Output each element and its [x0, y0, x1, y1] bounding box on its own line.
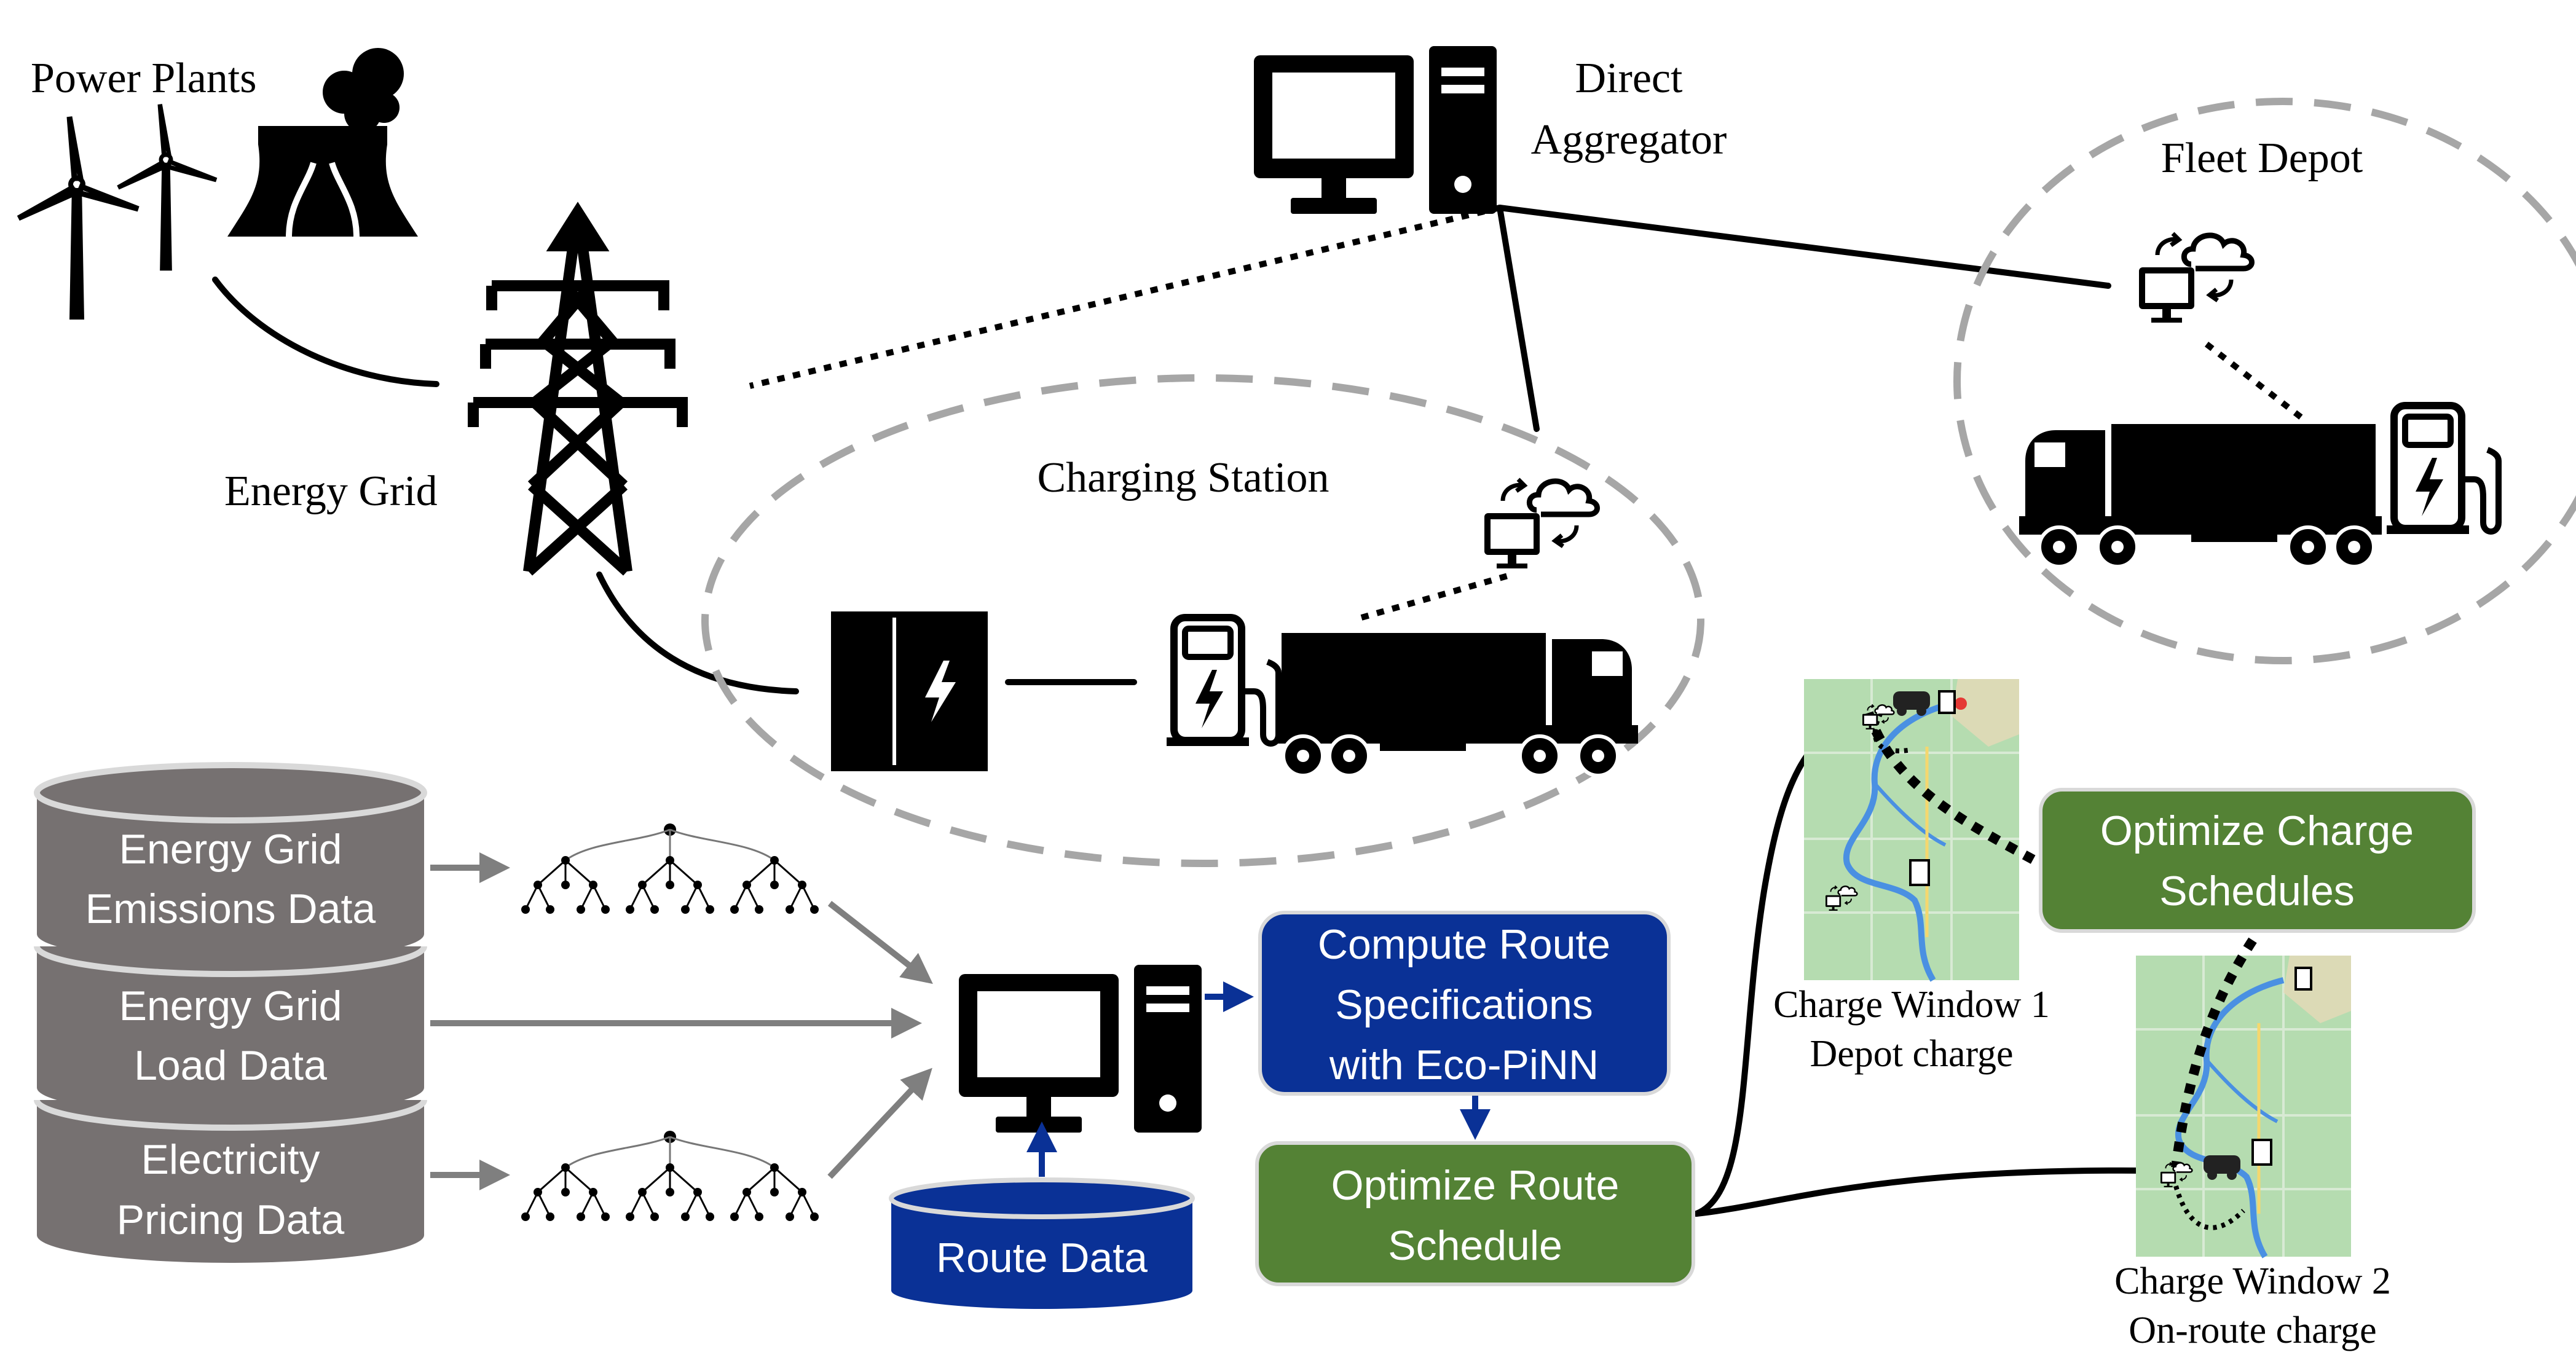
- load-db-label-line1: Energy Grid: [119, 983, 342, 1029]
- emissions-database: Energy Grid Emissions Data: [34, 762, 427, 962]
- charging-station-label: Charging Station: [1037, 454, 1329, 501]
- route-database: Route Data: [889, 1177, 1195, 1309]
- compute-route-line2: Specifications: [1335, 981, 1593, 1028]
- computer-icon: [959, 965, 1202, 1133]
- energy-grid-label: Energy Grid: [224, 468, 438, 515]
- power-plants-label: Power Plants: [31, 55, 257, 102]
- pricing-db-label-line1: Electricity: [141, 1136, 320, 1183]
- depot-cloud-to-charger-dotted: [2204, 342, 2304, 420]
- pricing-database: Electricity Pricing Data: [34, 1099, 427, 1263]
- pricing-db-label-line2: Pricing Data: [117, 1196, 345, 1243]
- emissions-db-label-line2: Emissions Data: [85, 886, 376, 932]
- cloud-sync-icon: [1484, 479, 1597, 568]
- electric-truck-icon: [2019, 424, 2382, 567]
- fleet-depot-label: Fleet Depot: [2161, 135, 2363, 182]
- wind-turbine-icon: [118, 104, 216, 271]
- decision-tree-icon: [520, 822, 820, 915]
- load-database: Energy Grid Load Data: [34, 946, 427, 1115]
- optimize-charge-line2: Schedules: [2159, 868, 2355, 914]
- map-icon: [1804, 679, 2019, 980]
- connection-lines: [212, 205, 2304, 1217]
- ev-charger-icon: [2387, 406, 2499, 534]
- electric-truck-icon: [1275, 633, 1638, 776]
- compute-route-line3: with Eco-PiNN: [1329, 1042, 1599, 1088]
- emissions-db-label-line1: Energy Grid: [119, 826, 342, 873]
- charge-window-1-line2: Depot charge: [1810, 1033, 2013, 1075]
- optimize-charge-box: Optimize Charge Schedules: [2039, 788, 2476, 933]
- direct-aggregator-label-line1: Direct: [1575, 55, 1683, 102]
- optimize-route-line2: Schedule: [1388, 1222, 1562, 1269]
- computer-icon: [1254, 46, 1497, 214]
- ev-charger-icon: [1167, 618, 1278, 746]
- aggregator-to-station-line: [1497, 205, 1540, 432]
- aggregator-to-depot-line: [1497, 205, 2111, 289]
- fleet-depot-boundary: [1953, 98, 2576, 664]
- wind-turbine-icon: [18, 117, 138, 320]
- charge-window-1-line1: Charge Window 1: [1773, 984, 2050, 1026]
- optimize-route-line1: Optimize Route: [1331, 1162, 1620, 1209]
- window1-dotted-path: [1864, 711, 2037, 865]
- decision-tree-icon: [520, 1129, 820, 1222]
- transmission-tower-icon: [468, 202, 688, 576]
- compute-route-line1: Compute Route: [1318, 921, 1610, 968]
- charge-window-2-line1: Charge Window 2: [2114, 1260, 2391, 1302]
- plants-to-grid-line: [212, 277, 439, 387]
- route-to-window2-line: [1693, 1167, 2157, 1217]
- window2-dotted-path: [2171, 937, 2257, 1168]
- tree-to-computer-arrow-2: [827, 1067, 932, 1179]
- compute-route-box: Compute Route Specifications with Eco-Pi…: [1258, 911, 1671, 1096]
- charge-window-2-line2: On-route charge: [2129, 1310, 2376, 1351]
- aggregator-to-grid-dotted-line: [749, 205, 1501, 389]
- optimize-charge-line1: Optimize Charge: [2100, 807, 2414, 854]
- charging-station-boundary: [701, 374, 1704, 867]
- map-icon: [2136, 956, 2351, 1257]
- direct-aggregator-label-line2: Aggregator: [1531, 116, 1727, 163]
- grid-to-storage-line: [596, 572, 799, 694]
- cloud-sync-icon: [2139, 234, 2252, 323]
- power-plant-icon: [227, 48, 418, 237]
- optimize-route-box: Optimize Route Schedule: [1255, 1141, 1695, 1286]
- load-db-label-line2: Load Data: [134, 1042, 327, 1089]
- tree-to-computer-arrow: [827, 901, 933, 984]
- route-data-label: Route Data: [936, 1235, 1148, 1281]
- truck-to-station-cloud-dotted: [1360, 572, 1513, 621]
- battery-storage-icon: [831, 611, 988, 771]
